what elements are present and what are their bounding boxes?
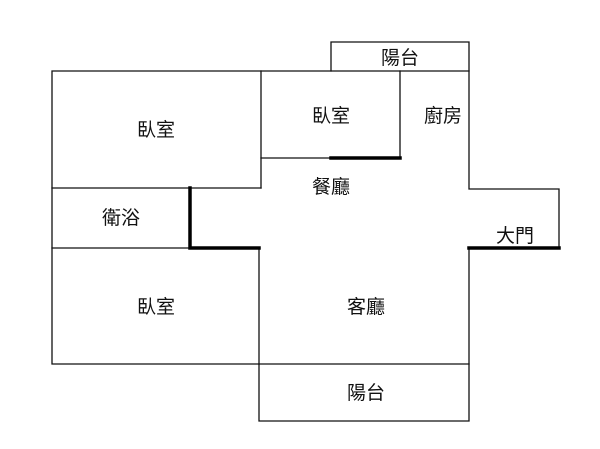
outer-wall: [51, 70, 560, 422]
bedroom-top-left-label: 臥室: [137, 119, 175, 141]
bathroom-thick-wall: [188, 186, 261, 250]
bedroom-top-middle-label: 臥室: [312, 105, 350, 127]
bedroom-bottom-left-label: 臥室: [137, 296, 175, 318]
balcony-bottom-label: 陽台: [347, 382, 385, 404]
dining-label: 餐廳: [312, 176, 350, 198]
main-door-label: 大門: [496, 225, 534, 247]
kitchen-label: 廚房: [424, 104, 462, 127]
balcony-top-outline: [330, 41, 470, 72]
balcony-top-label: 陽台: [381, 47, 419, 69]
bathroom-label: 衛浴: [102, 207, 140, 229]
living-label: 客廳: [347, 296, 385, 318]
